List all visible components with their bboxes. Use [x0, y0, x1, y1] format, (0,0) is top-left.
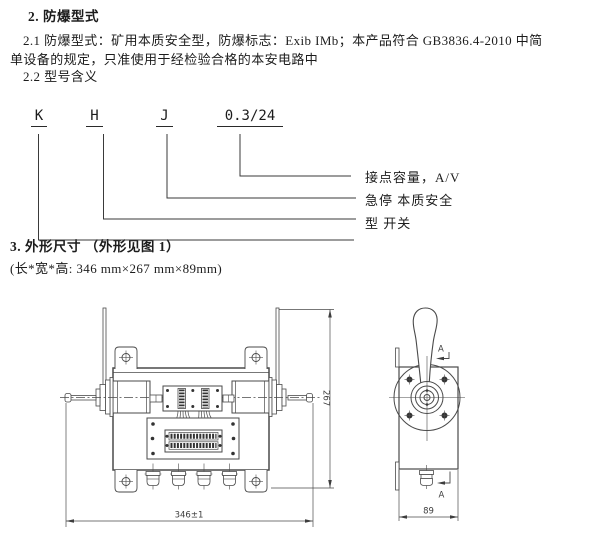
- leader-rating: [239, 134, 351, 177]
- front-left-handle: [102, 307, 107, 395]
- section-letter-top: A: [438, 345, 444, 355]
- enclosure-box: [112, 367, 270, 471]
- leader-k: [38, 134, 354, 241]
- front-right-handle: [275, 307, 280, 395]
- item-2-2-heading: 2.2 型号含义: [23, 69, 98, 84]
- right-actuator: [231, 377, 313, 417]
- dim-depth-text: 89: [423, 507, 434, 517]
- para-2-1-line-2: 单设备的规定，只准使用于经检验合格的本安电路中: [10, 52, 319, 67]
- side-view: [389, 307, 465, 521]
- side-body: [398, 366, 459, 470]
- section-marker-bottom: [437, 471, 451, 485]
- model-code-k: K: [31, 108, 47, 127]
- terminal-panel: [146, 417, 240, 460]
- mounting-tabs-top: [114, 346, 268, 369]
- cable-glands: [144, 463, 238, 490]
- label-emergency-stop: 急停 本质安全: [365, 193, 454, 208]
- dim-width-text: 346±1: [175, 511, 204, 521]
- dim-height-text: 267: [321, 390, 331, 406]
- side-handle: [412, 307, 438, 392]
- section-marker-top: [436, 352, 450, 361]
- flange-bolts: [404, 374, 450, 421]
- dimension-width: [65, 403, 314, 527]
- dimension-note: (长*宽*高: 346 mm×267 mm×89mm): [10, 261, 223, 276]
- right-lever-rod: [287, 395, 313, 401]
- leader-j: [166, 134, 356, 199]
- side-cable-gland: [419, 465, 434, 489]
- para-2-1-line-1: 2.1 防爆型式：矿用本质安全型，防爆标志：Exib IMb；本产品符合 GB3…: [23, 33, 543, 48]
- model-code-h: H: [86, 108, 103, 127]
- model-code-rating: 0.3/24: [217, 108, 283, 127]
- label-contact-rating: 接点容量，A/V: [365, 170, 461, 185]
- mounting-tabs-bottom: [114, 470, 268, 493]
- side-flange: [393, 364, 461, 431]
- contact-plate: [162, 385, 223, 412]
- front-view: [60, 307, 334, 527]
- left-actuator: [64, 377, 151, 417]
- dimension-height: [271, 309, 334, 489]
- section-3-heading: 3. 外形尺寸 （外形见图 1）: [10, 239, 180, 254]
- left-lever-rod: [65, 395, 97, 401]
- label-switch-type: 型 开关: [365, 216, 412, 231]
- section-2-heading: 2. 防爆型式: [28, 9, 99, 24]
- dimension-depth: [398, 470, 459, 521]
- model-leader-lines: [38, 134, 356, 241]
- section-letter-bottom: A: [439, 491, 445, 501]
- shaft-hub: [410, 381, 444, 414]
- wiring-harness: [173, 410, 217, 431]
- leader-h: [103, 134, 356, 220]
- model-code-j: J: [156, 108, 173, 127]
